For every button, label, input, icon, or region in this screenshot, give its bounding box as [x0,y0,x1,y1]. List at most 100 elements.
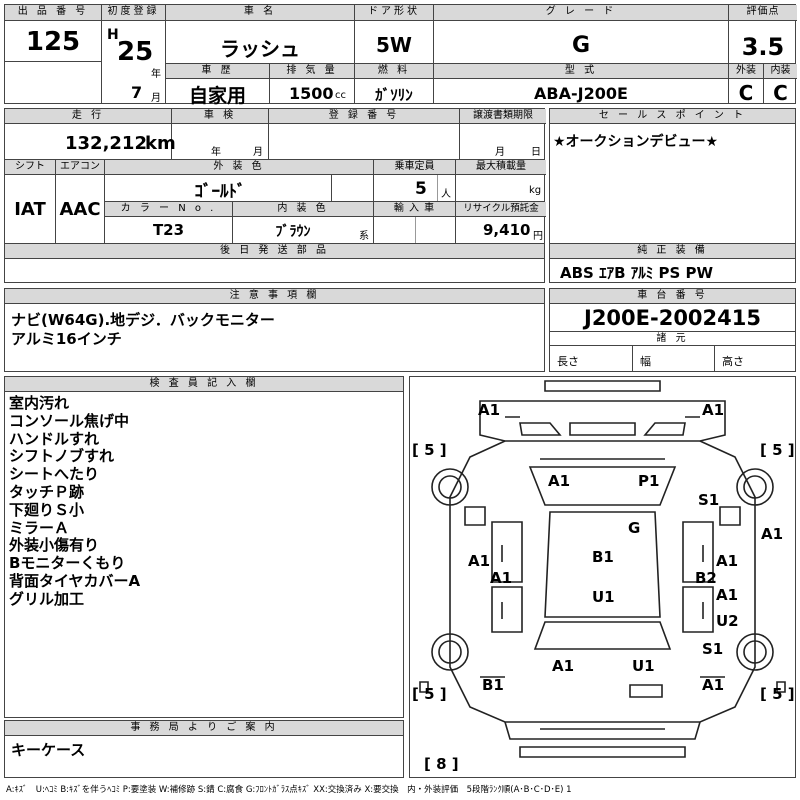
displacement-label: 排 気 量 [270,64,354,79]
shift-label: シフト [5,160,55,175]
inspection-year-unit: 年 [211,147,221,158]
interior-score: C [773,81,788,105]
chassis-section: 車 台 番 号 J200E-2002415 諸 元 長さ 幅 高さ [549,288,796,372]
inspector-note: 背面タイヤカバーA [9,571,141,590]
history: 自家用 [188,85,246,107]
lot-no: 125 [25,27,81,57]
damage-mark: U1 [592,588,615,606]
chassis-no: J200E-2002415 [584,306,761,330]
lot-no-label: 出 品 番 号 [5,5,101,21]
shift: IAT [14,199,46,220]
int-color-label: 内 装 色 [233,202,373,217]
car-name-label: 車 名 [166,5,354,21]
notes-line-1: ナビ(W64G).地デジ．バックモニター [11,311,275,329]
int-color: ﾌﾞﾗｳﾝ [275,224,311,240]
damage-mark: S1 [698,491,720,509]
capacity-label: 乗車定員 [374,160,455,175]
load-label: 最大積載量 [456,160,546,175]
recycle-label: リサイクル預託金 [456,202,546,217]
inspector-label: 検 査 員 記 入 欄 [5,377,403,392]
inspector-note: シフトノブすれ [9,447,115,466]
transfer-month-unit: 月 [495,147,505,158]
inspector-section: 検 査 員 記 入 欄 室内汚れ コンソール焦げ中 ハンドルすれ シフトノブすれ… [4,376,404,718]
office-label: 事 務 局 よ り ご 案 内 [5,721,403,736]
first-reg-year-unit: 年 [151,69,161,80]
color-no-label: カ ラ ー N o . [105,202,232,217]
model-label: 型 式 [434,64,728,79]
office-section: 事 務 局 よ り ご 案 内 キーケース [4,720,404,778]
capacity: 5 [415,179,427,199]
mileage-label: 走 行 [5,109,171,124]
transfer-label: 譲渡書類期限 [460,109,546,124]
interior-label: 内装 [764,64,797,79]
damage-mark: S1 [702,640,724,658]
first-reg-era: H [107,27,119,43]
inspector-note: Bモニターくもり [9,554,126,573]
displacement-unit: cc [335,90,346,101]
first-reg-label: 初度登録 [102,5,165,21]
recycle: 9,410 [483,221,531,239]
damage-mark: A1 [548,472,571,490]
fuel-label: 燃 料 [355,64,433,79]
damage-mark: B1 [482,676,504,694]
import-label: 輸 入 車 [374,202,455,217]
exterior-label: 外装 [729,64,763,79]
tire-rear-right: [ 5 ] [760,685,795,703]
equipment-label: 純 正 装 備 [550,244,795,259]
load-unit: kg [529,185,542,196]
damage-mark: A1 [702,676,725,694]
damage-mark: G [628,519,641,537]
fuel: ｶﾞｿﾘﾝ [375,86,413,104]
inspector-note: コンソール焦げ中 [9,411,130,430]
inspector-note: ミラーＡ [9,518,70,537]
capacity-unit: 人 [441,189,451,200]
score-label: 評価点 [729,5,797,21]
office-note: キーケース [11,741,86,759]
notes-line-2: アルミ16インチ [11,330,122,348]
grade: G [571,33,591,58]
first-reg-month: 7 [131,83,143,102]
history-label: 車 歴 [166,64,269,79]
reg-no-label: 登 録 番 号 [269,109,459,124]
later-parts-label: 後 日 発 送 部 品 [5,244,544,259]
chassis-label: 車 台 番 号 [550,289,795,304]
first-reg-month-unit: 月 [151,93,161,104]
damage-diagram: [ 5 ] [ 5 ] [ 5 ] [ 5 ] [ 8 ] A1 A1 A1 P… [409,376,796,778]
tire-rear-left: [ 5 ] [412,685,447,703]
color-no: T23 [152,221,185,239]
damage-mark: B1 [592,548,614,566]
ac: AAC [59,199,101,220]
car-name: ラッシュ [220,37,300,61]
tire-spare: [ 8 ] [424,755,459,773]
inspector-note: 室内汚れ [9,394,70,412]
tire-front-right: [ 5 ] [760,441,795,459]
legend: A:ｷｽﾞ U:ﾍｺﾐ B:ｷｽﾞを伴うﾍｺﾐ P:要塗装 W:補修跡 S:錆 … [6,785,572,795]
inspector-note: ハンドルすれ [9,429,100,448]
first-reg-year: 25 [117,37,154,67]
spec-height: 高さ [722,355,744,368]
door-label: ドア形状 [355,5,433,21]
damage-mark: U1 [632,657,655,675]
inspector-note: タッチＰ跡 [9,482,85,501]
sales-point: ★オークションデビュー★ [553,134,719,150]
displacement: 1500 [289,84,334,103]
inspection-month-unit: 月 [253,147,263,158]
car-outline [419,380,786,758]
header-section: 出 品 番 号 125 初度登録 H 25 年 7 月 車 名 ラッシュ ドア形… [4,4,797,107]
grade-label: グ レ ー ド [434,5,728,21]
mileage: 132,212 [65,133,147,154]
inspector-note: グリル加工 [9,589,85,608]
inspector-note: シートへたり [9,465,100,484]
inspection-label: 車 検 [172,109,268,124]
damage-mark: U2 [716,612,739,630]
recycle-unit: 円 [533,231,543,242]
inspector-note: 下廻りＳ小 [9,500,85,519]
color: ｺﾞｰﾙﾄﾞ [194,182,246,202]
door-type: 5W [376,33,412,57]
exterior-score: C [738,81,754,105]
int-color-suffix: 系 [359,231,369,242]
damage-mark: A1 [490,569,513,587]
specs-label: 諸 元 [550,332,795,346]
spec-width: 幅 [640,355,651,368]
damage-mark: A1 [702,401,725,419]
